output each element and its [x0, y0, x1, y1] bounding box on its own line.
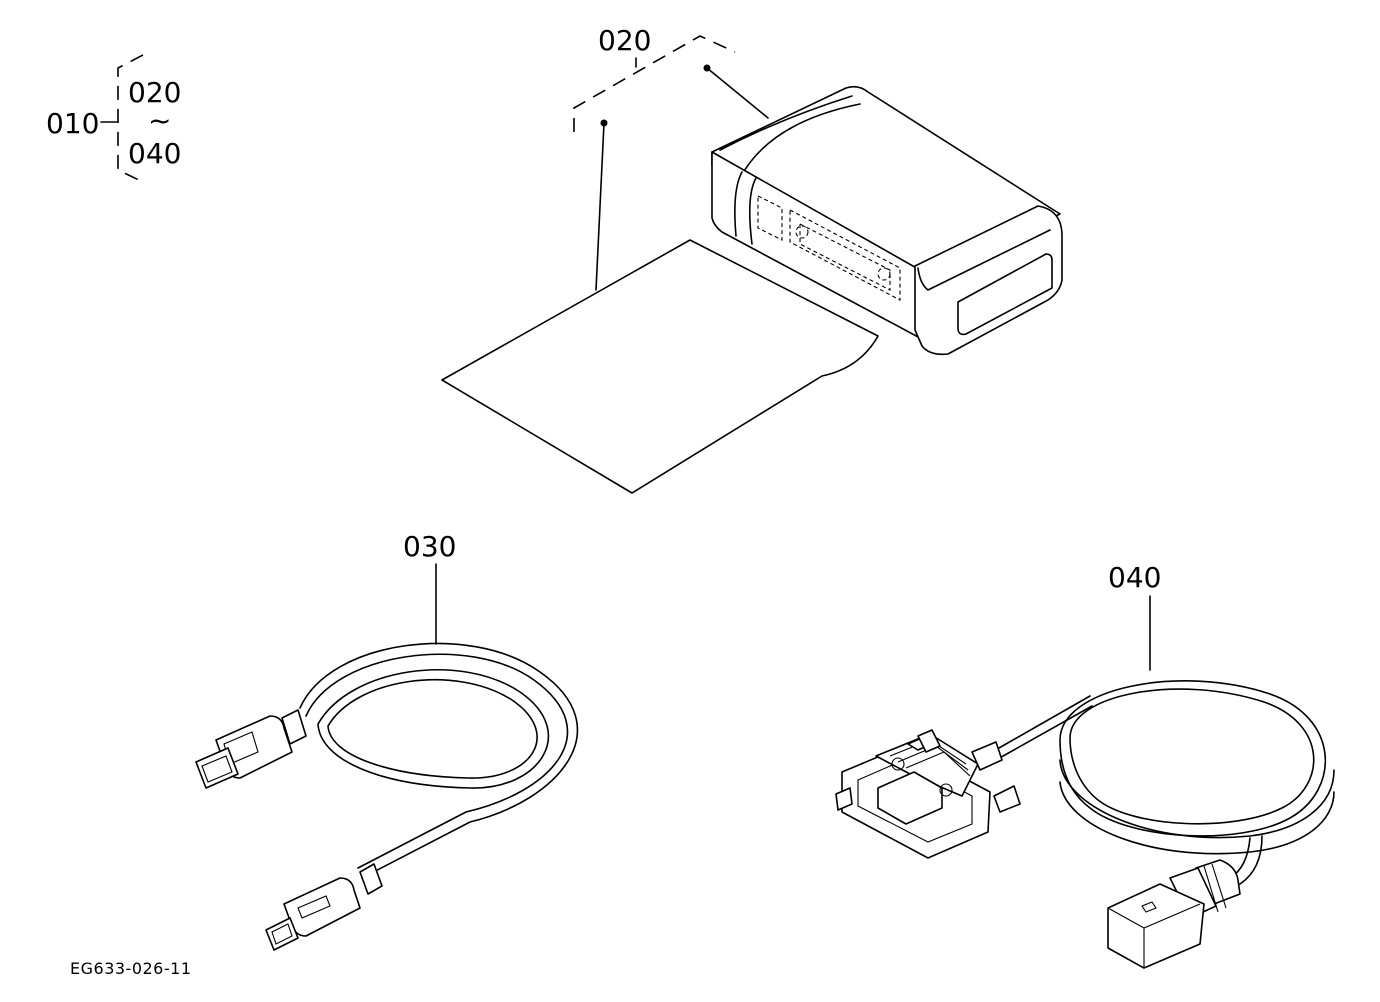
diagnostic-connector [1107, 859, 1241, 969]
part-040-group: 040 [835, 561, 1335, 969]
range-bracket [117, 54, 144, 183]
interface-box [711, 85, 1063, 356]
callout-040: 040 [1108, 561, 1161, 594]
range-start-label: 020 [128, 76, 181, 109]
usb-cable [299, 642, 579, 879]
group-bracket-020 [573, 35, 736, 132]
range-end-label: 040 [128, 137, 181, 170]
usb-a-plug [195, 709, 307, 789]
part-020-group: 020 [441, 24, 1063, 494]
usb-b-plug [265, 863, 383, 951]
callout-030: 030 [403, 530, 456, 563]
dsub-connector [835, 729, 1021, 859]
callout-010: 010 [46, 107, 99, 140]
range-separator: ~ [148, 104, 171, 137]
figure-code: EG633-026-11 [70, 959, 192, 978]
instruction-sheet [441, 239, 879, 494]
callout-020: 020 [598, 24, 651, 57]
serial-cable [991, 680, 1335, 885]
part-030-group: 030 [195, 530, 579, 951]
assembly-callout: 010 020 ~ 040 [46, 54, 181, 183]
